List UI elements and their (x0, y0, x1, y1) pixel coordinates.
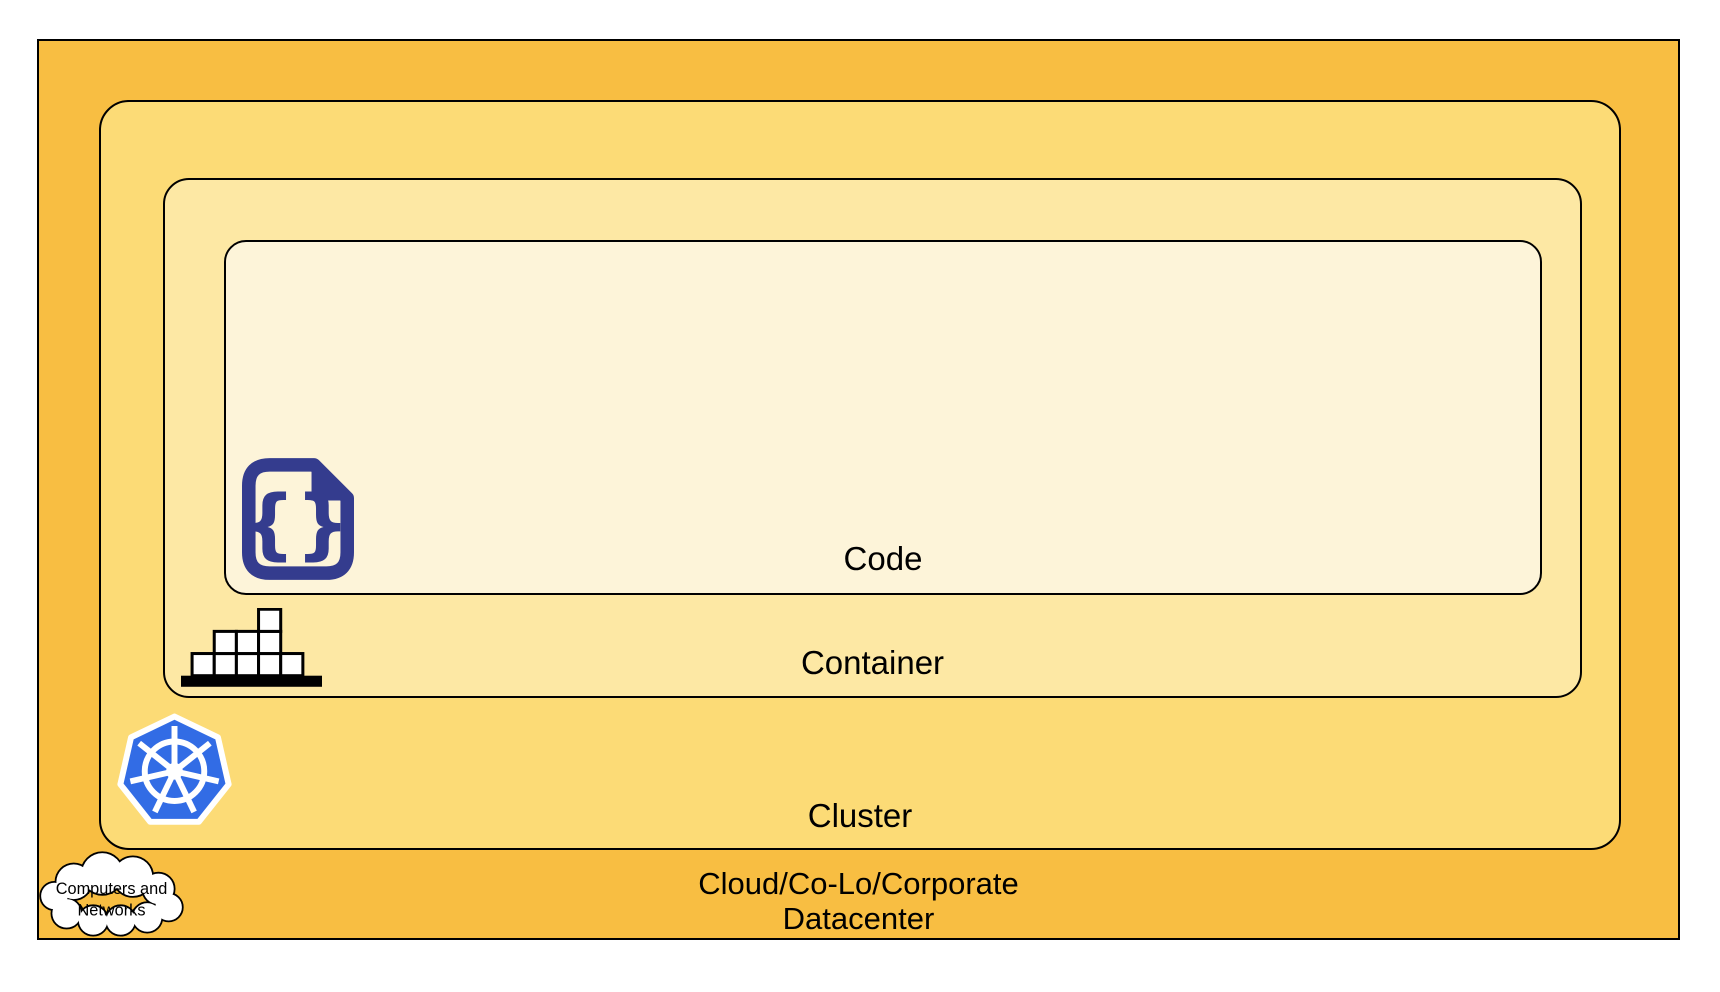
code-file-icon: {} (241, 458, 354, 580)
kubernetes-icon (117, 713, 232, 825)
computers-and-networks-cloud-icon: Computers and Networks (39, 851, 184, 937)
container-stack-icon (181, 608, 322, 687)
datacenter-label-line2: Datacenter (782, 901, 935, 936)
cluster-label: Cluster (807, 797, 913, 834)
cloud-label-line2: Networks (78, 901, 146, 919)
datacenter-label-line1: Cloud/Co-Lo/Corporate (698, 866, 1019, 901)
code-box: Code (224, 240, 1542, 595)
container-label: Container (800, 644, 945, 681)
datacenter-label: Cloud/Co-Lo/Corporate Datacenter (37, 866, 1680, 936)
cloud-label-line1: Computers and (56, 880, 168, 898)
svg-text:{}: {} (241, 479, 350, 568)
code-label: Code (843, 540, 923, 577)
